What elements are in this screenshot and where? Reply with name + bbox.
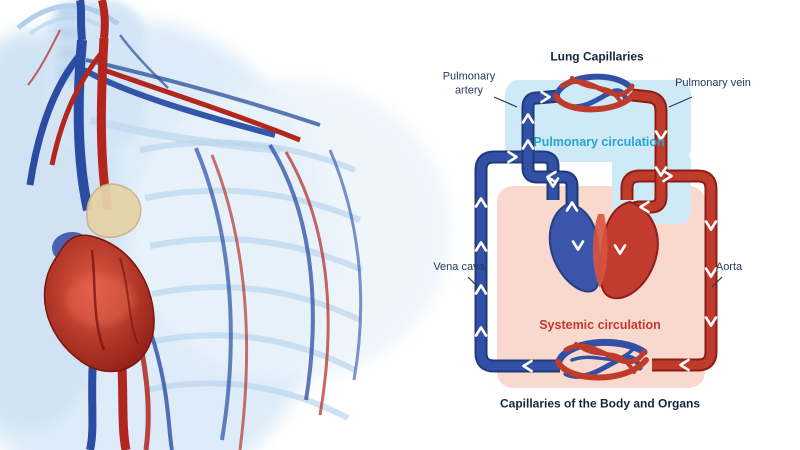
aortic-arch-shape bbox=[86, 183, 142, 239]
heart-septum bbox=[592, 214, 608, 288]
rib-cage bbox=[139, 139, 364, 421]
pulmonary-circulation-label: Pulmonary circulation bbox=[533, 135, 665, 150]
pulmonary-artery-label: Pulmonary artery bbox=[442, 70, 496, 96]
systemic-circulation-label: Systemic circulation bbox=[539, 318, 661, 333]
pulmonary-artery-pointer bbox=[493, 96, 518, 108]
body-capillaries-label: Capillaries of the Body and Organs bbox=[499, 396, 701, 411]
coronary-vessel-2 bbox=[119, 257, 139, 345]
coronary-vessel bbox=[90, 249, 106, 351]
pulmonary-vein-label: Pulmonary vein bbox=[675, 77, 751, 90]
vena-cava-label: Vena cava bbox=[433, 261, 485, 274]
torso-illustration bbox=[0, 0, 450, 450]
body-capillaries-knot bbox=[554, 338, 649, 381]
shoulder-glow bbox=[130, 80, 450, 380]
circulation-diagram bbox=[467, 73, 723, 388]
label-pointer-lines bbox=[467, 96, 723, 288]
aorta-label: Aorta bbox=[715, 261, 743, 274]
heart-right-side-blue bbox=[548, 202, 601, 293]
vena-cava-pointer bbox=[467, 276, 479, 288]
lung-capillaries-label: Lung Capillaries bbox=[550, 49, 644, 64]
lung-capillaries-knot bbox=[553, 73, 636, 113]
pulmonary-vein-pointer bbox=[668, 96, 693, 108]
heart-render bbox=[43, 183, 155, 373]
heart-schematic bbox=[548, 200, 659, 300]
aorta-pointer bbox=[711, 276, 723, 288]
heart-highlight bbox=[66, 274, 134, 326]
